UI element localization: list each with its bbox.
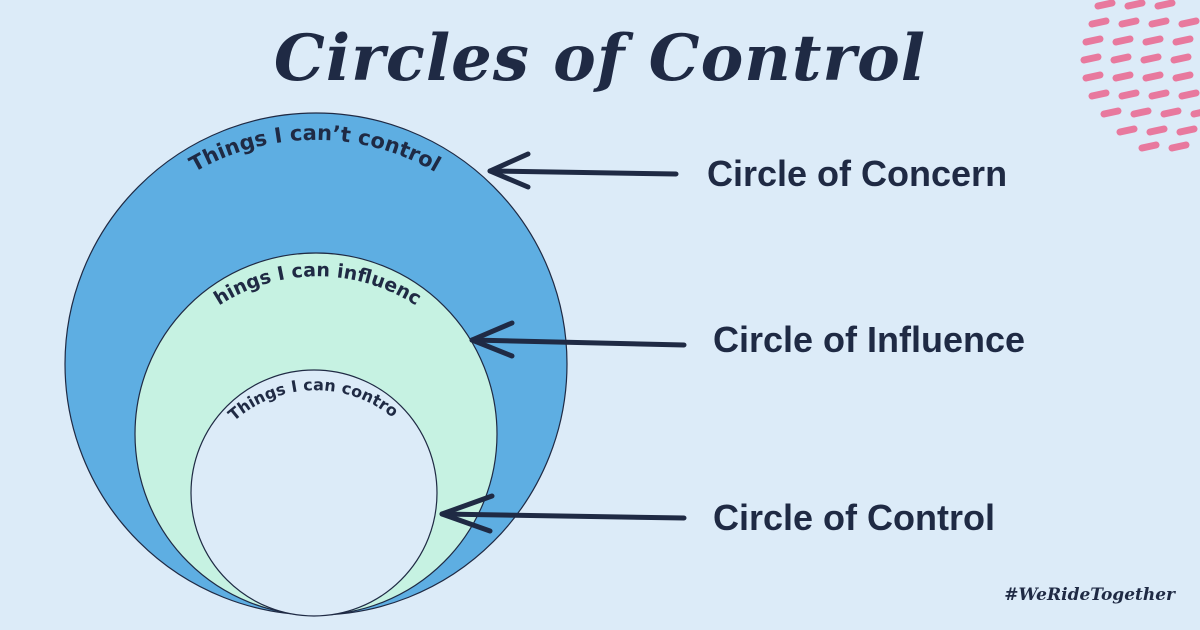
circle-of-control-label: Circle of Control (713, 497, 995, 538)
decorative-dash (1178, 89, 1200, 100)
circle-of-influence-label: Circle of Influence (713, 319, 1025, 360)
decorative-dash (1110, 53, 1132, 64)
decorative-dash (1112, 35, 1134, 46)
decorative-dash (1146, 125, 1168, 136)
decorative-dash (1154, 0, 1176, 10)
decorative-dash (1138, 141, 1160, 152)
decorative-dash (1168, 141, 1190, 152)
circle-of-control-shape (190, 369, 438, 617)
decorative-dash (1140, 53, 1162, 64)
decorative-dash (1148, 17, 1170, 28)
decorative-dash (1118, 17, 1140, 28)
decorative-dash-pattern (1080, 0, 1200, 152)
decorative-dash (1088, 17, 1110, 28)
arrow-to-influence-icon (469, 320, 687, 359)
arrow-to-concern-icon (487, 151, 679, 190)
decorative-dash (1080, 53, 1102, 64)
decorative-dash (1130, 107, 1152, 118)
decorative-dash (1172, 35, 1194, 46)
arrow-to-control-icon (439, 493, 687, 534)
decorative-dash (1190, 109, 1200, 118)
decorative-dash (1116, 125, 1138, 136)
decorative-dash (1148, 89, 1170, 100)
decorative-dash (1142, 35, 1164, 46)
hashtag-signature: #WeRideTogether (1004, 585, 1176, 605)
decorative-dash (1112, 71, 1134, 82)
decorative-dash (1124, 0, 1146, 10)
decorative-dash (1100, 107, 1122, 118)
decorative-dash (1094, 0, 1116, 10)
decorative-dash (1082, 35, 1104, 46)
decorative-dash (1170, 53, 1192, 64)
decorative-dash (1176, 125, 1198, 136)
page-title: Circles of Control (274, 21, 926, 96)
decorative-dash (1118, 89, 1140, 100)
circle-of-concern-label: Circle of Concern (707, 153, 1007, 194)
decorative-dash (1082, 71, 1104, 82)
decorative-dash (1088, 89, 1110, 100)
decorative-dash (1178, 17, 1200, 28)
decorative-dash (1142, 71, 1164, 82)
decorative-dash (1160, 107, 1182, 118)
decorative-dash (1172, 71, 1194, 82)
